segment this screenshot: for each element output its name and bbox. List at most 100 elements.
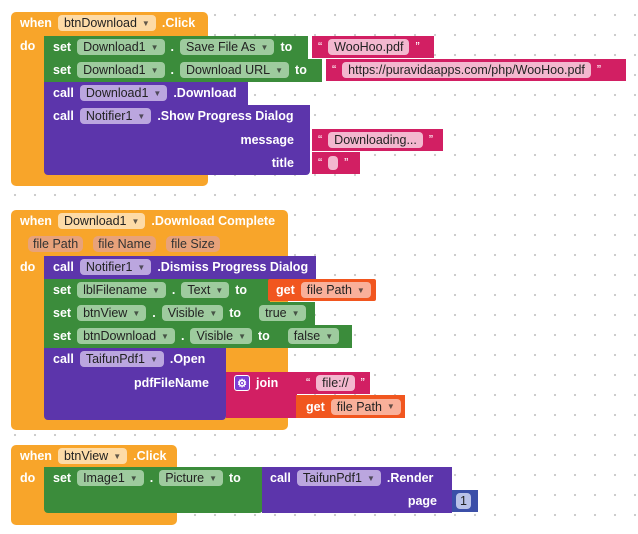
arg-label-page: page: [407, 494, 437, 508]
property-dropdown[interactable]: Download URL ▼: [180, 62, 290, 78]
boolean-dropdown[interactable]: false ▼: [287, 328, 340, 344]
chevron-down-icon: ▼: [275, 65, 284, 75]
number-value[interactable]: 1: [456, 493, 471, 509]
dropdown-value: Download1: [83, 63, 146, 77]
text-value[interactable]: https://puravidaapps.com/php/WooHoo.pdf: [342, 62, 591, 78]
number-block[interactable]: 1: [452, 490, 478, 512]
call-showprogress-block[interactable]: call Notifier1▼ .Show Progress Dialog: [53, 105, 293, 127]
get-label: get: [306, 399, 325, 414]
chevron-down-icon: ▼: [260, 42, 269, 52]
chevron-down-icon: ▼: [209, 308, 218, 318]
dropdown-value: lblFilename: [83, 283, 147, 297]
do-label: do: [20, 471, 36, 485]
set-block-downloadurl[interactable]: set Download1▼. Download URL▼ to: [53, 62, 307, 78]
component-dropdown[interactable]: TaifunPdf1▼: [296, 470, 381, 486]
param-file-path[interactable]: file Path: [28, 236, 84, 252]
call-label: call: [270, 471, 291, 485]
arg-label-pdffilename: pdfFileName: [133, 376, 209, 390]
component-dropdown[interactable]: Download1 ▼: [77, 62, 165, 78]
component-dropdown[interactable]: btnView▼: [57, 448, 128, 464]
call-open-block[interactable]: call TaifunPdf1▼ .Open: [53, 348, 205, 370]
dropdown-value: Download1: [83, 40, 146, 54]
quote-open: “: [306, 376, 311, 390]
component-dropdown[interactable]: btnDownload▼: [77, 328, 175, 344]
param-file-size[interactable]: file Size: [165, 236, 220, 252]
chevron-down-icon: ▼: [131, 216, 140, 226]
component-dropdown[interactable]: TaifunPdf1 ▼: [79, 351, 164, 367]
chevron-down-icon: ▼: [152, 285, 160, 295]
call-dismiss-block[interactable]: call Notifier1▼ .Dismiss Progress Dialog: [53, 256, 308, 278]
call-render-block[interactable]: call TaifunPdf1▼ .Render: [270, 467, 433, 489]
dropdown-value: Notifier1: [85, 109, 133, 123]
component-dropdown[interactable]: Notifier1▼: [79, 259, 152, 275]
event-name: .Click: [133, 449, 167, 463]
text-block[interactable]: “”: [312, 152, 360, 174]
text-block[interactable]: “ https://puravidaapps.com/php/WooHoo.pdf…: [326, 59, 626, 81]
dropdown-value: TaifunPdf1: [302, 471, 362, 485]
component-dropdown[interactable]: btnView▼: [77, 305, 147, 321]
event-params: file Path file Name file Size: [28, 233, 220, 255]
dropdown-value: false: [293, 329, 321, 343]
chevron-down-icon: ▼: [113, 451, 122, 461]
dropdown-value: file Path: [336, 399, 382, 414]
dropdown-value: Text: [187, 283, 211, 297]
set-lblfilename-block[interactable]: set lblFilename▼. Text▼ to: [53, 282, 248, 298]
component-dropdown[interactable]: Image1▼: [77, 470, 144, 486]
get-block[interactable]: get file Path▼: [268, 279, 376, 301]
property-dropdown[interactable]: Text▼: [181, 282, 230, 298]
quote-open: “: [318, 156, 323, 170]
quote-close: ”: [344, 156, 349, 170]
dropdown-value: TaifunPdf1: [85, 352, 145, 366]
set-label: set: [53, 471, 72, 485]
set-btnview-visible-block[interactable]: set btnView▼. Visible▼ to true▼: [53, 302, 306, 324]
text-value[interactable]: [328, 156, 339, 170]
boolean-dropdown[interactable]: true▼: [259, 305, 306, 321]
component-dropdown[interactable]: Download1▼: [79, 85, 168, 101]
quote-open: “: [332, 63, 337, 77]
chevron-down-icon: ▼: [137, 262, 146, 272]
variable-dropdown[interactable]: file Path ▼: [330, 398, 401, 415]
variable-dropdown[interactable]: file Path▼: [300, 282, 371, 298]
component-dropdown[interactable]: lblFilename ▼: [77, 282, 166, 298]
text-block[interactable]: “file://”: [296, 372, 370, 394]
property-dropdown[interactable]: Save File As▼: [180, 39, 275, 55]
text-value[interactable]: file://: [316, 375, 355, 391]
text-block[interactable]: “WooHoo.pdf”: [312, 36, 434, 58]
set-block-savefileas[interactable]: set Download1▼. Save File As▼ to: [53, 39, 293, 55]
chevron-down-icon: ▼: [150, 65, 159, 75]
dropdown-value: Download URL: [186, 63, 271, 77]
event-name: .Click: [161, 16, 196, 30]
when-label: when: [20, 214, 52, 228]
chevron-down-icon: ▼: [149, 354, 158, 364]
set-image-picture-block[interactable]: set Image1▼. Picture▼ to: [53, 470, 241, 486]
property-dropdown[interactable]: Picture▼: [159, 470, 224, 486]
set-btndownload-visible-block[interactable]: set btnDownload▼. Visible▼ to false▼: [53, 325, 340, 347]
text-value[interactable]: Downloading...: [328, 132, 423, 148]
dropdown-value: btnView: [83, 306, 128, 320]
method-name: .Show Progress Dialog: [157, 109, 294, 123]
param-file-name[interactable]: file Name: [93, 236, 156, 252]
chevron-down-icon: ▼: [150, 42, 159, 52]
set-label: set: [53, 40, 72, 54]
property-dropdown[interactable]: Visible▼: [190, 328, 252, 344]
component-dropdown[interactable]: Download1▼: [57, 213, 146, 229]
chevron-down-icon: ▼: [141, 18, 150, 28]
component-dropdown[interactable]: btnDownload▼: [57, 15, 156, 31]
method-name: .Render: [386, 471, 434, 485]
dropdown-value: true: [265, 306, 287, 320]
gear-icon[interactable]: ⚙: [234, 375, 250, 391]
call-download-block[interactable]: call Download1▼ .Download: [53, 82, 237, 104]
text-block[interactable]: “Downloading...”: [312, 129, 443, 151]
property-dropdown[interactable]: Visible▼: [161, 305, 224, 321]
arg-label-message: message: [240, 133, 294, 147]
chevron-down-icon: ▼: [386, 402, 395, 411]
chevron-down-icon: ▼: [325, 331, 334, 341]
component-dropdown[interactable]: Download1 ▼: [77, 39, 165, 55]
to-label: to: [235, 283, 248, 297]
get-block[interactable]: get file Path ▼: [296, 395, 405, 418]
text-value[interactable]: WooHoo.pdf: [328, 39, 410, 55]
dropdown-value: Image1: [83, 471, 125, 485]
method-name: .Download: [173, 86, 237, 100]
dropdown-value: file Path: [306, 283, 352, 297]
component-dropdown[interactable]: Notifier1▼: [79, 108, 152, 124]
